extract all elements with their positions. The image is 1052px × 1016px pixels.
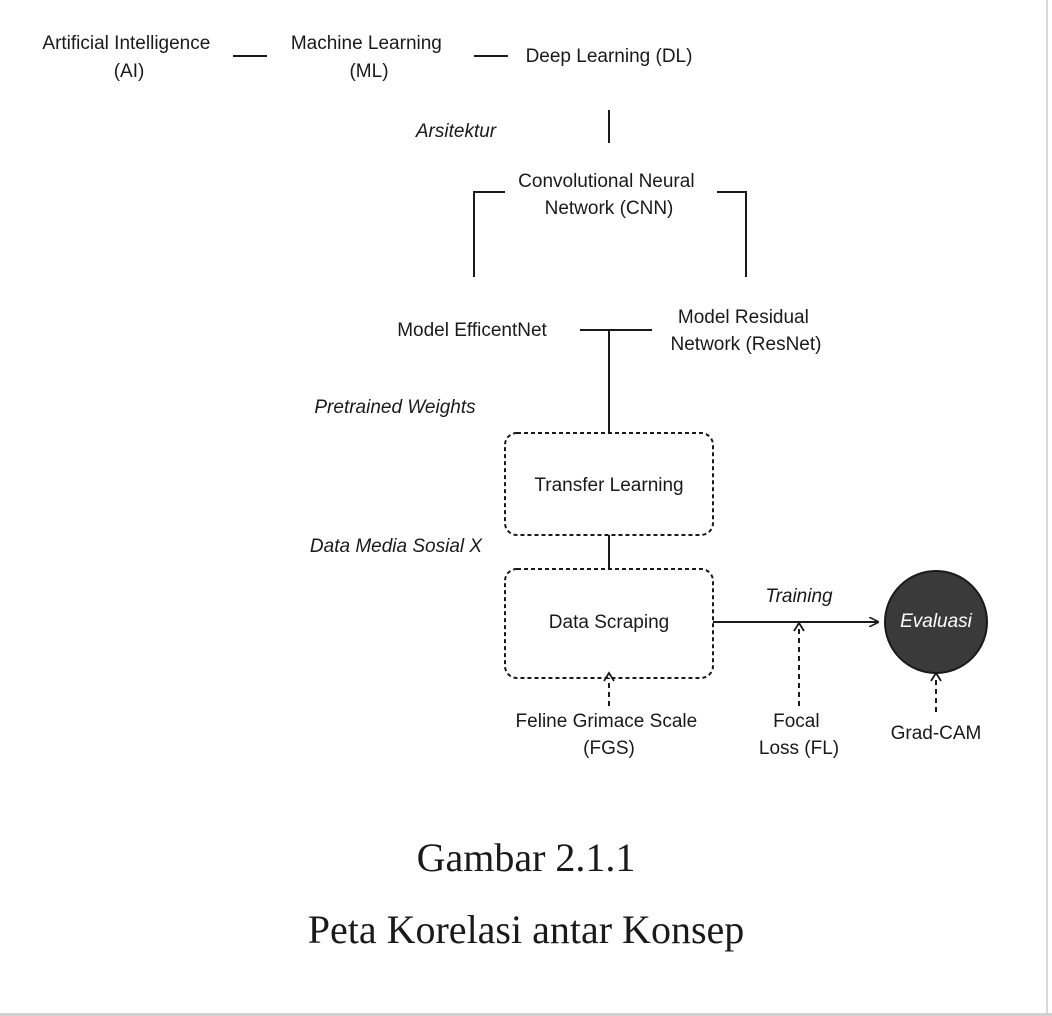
node-ml-line2: (ML) bbox=[349, 61, 388, 82]
page-edge-bottom bbox=[0, 1013, 1052, 1016]
arrowhead-gradcam bbox=[930, 671, 942, 682]
node-focal-loss: Focal Loss (FL) bbox=[759, 711, 839, 759]
node-ai: Artificial Intelligence (AI) bbox=[42, 33, 215, 82]
node-ai-line1: Artificial Intelligence bbox=[42, 33, 210, 54]
node-gradcam: Grad-CAM bbox=[891, 723, 982, 744]
edge-label-data-media-sosial: Data Media Sosial X bbox=[310, 536, 483, 557]
node-transfer-learning: Transfer Learning bbox=[534, 475, 683, 496]
node-evaluasi: Evaluasi bbox=[900, 611, 973, 632]
node-focal-loss-line2: Loss (FL) bbox=[759, 738, 839, 759]
concept-map-diagram: Artificial Intelligence (AI) Machine Lea… bbox=[42, 33, 988, 759]
node-resnet-line1: Model Residual bbox=[678, 307, 809, 328]
edge-label-training: Training bbox=[765, 586, 833, 607]
node-resnet-line2: Network (ResNet) bbox=[671, 334, 822, 355]
page-edge-right bbox=[1046, 0, 1048, 1016]
evaluasi-circle bbox=[884, 570, 988, 674]
node-dl: Deep Learning (DL) bbox=[526, 46, 693, 67]
node-focal-loss-line1: Focal bbox=[773, 711, 819, 732]
dashed-connectors bbox=[608, 628, 937, 712]
node-fgs-line1: Feline Grimace Scale bbox=[516, 711, 698, 732]
figure-number: Gambar 2.1.1 bbox=[416, 835, 636, 880]
node-cnn-line1: Convolutional Neural bbox=[518, 171, 694, 192]
node-ml-line1: Machine Learning bbox=[291, 33, 442, 54]
bracket-cnn-right bbox=[717, 191, 747, 277]
node-ml: Machine Learning (ML) bbox=[291, 33, 447, 82]
node-cnn-line2: Network (CNN) bbox=[545, 198, 674, 219]
node-cnn: Convolutional Neural Network (CNN) bbox=[518, 171, 700, 219]
figure-title: Peta Korelasi antar Konsep bbox=[307, 907, 745, 952]
bracket-cnn-left bbox=[473, 191, 505, 277]
node-resnet: Model Residual Network (ResNet) bbox=[671, 307, 822, 355]
transfer-learning-box bbox=[504, 432, 714, 536]
node-efficientnet: Model EfficentNet bbox=[397, 320, 547, 341]
data-scraping-box bbox=[504, 568, 714, 679]
node-fgs-line2: (FGS) bbox=[583, 738, 635, 759]
node-fgs: Feline Grimace Scale (FGS) bbox=[516, 711, 703, 759]
arrowhead-focalloss bbox=[793, 621, 805, 632]
connectors bbox=[233, 55, 878, 622]
node-data-scraping: Data Scraping bbox=[549, 612, 669, 633]
edge-label-arsitektur: Arsitektur bbox=[415, 121, 497, 142]
edge-label-pretrained-weights: Pretrained Weights bbox=[314, 397, 476, 418]
node-ai-line2: (AI) bbox=[114, 61, 145, 82]
